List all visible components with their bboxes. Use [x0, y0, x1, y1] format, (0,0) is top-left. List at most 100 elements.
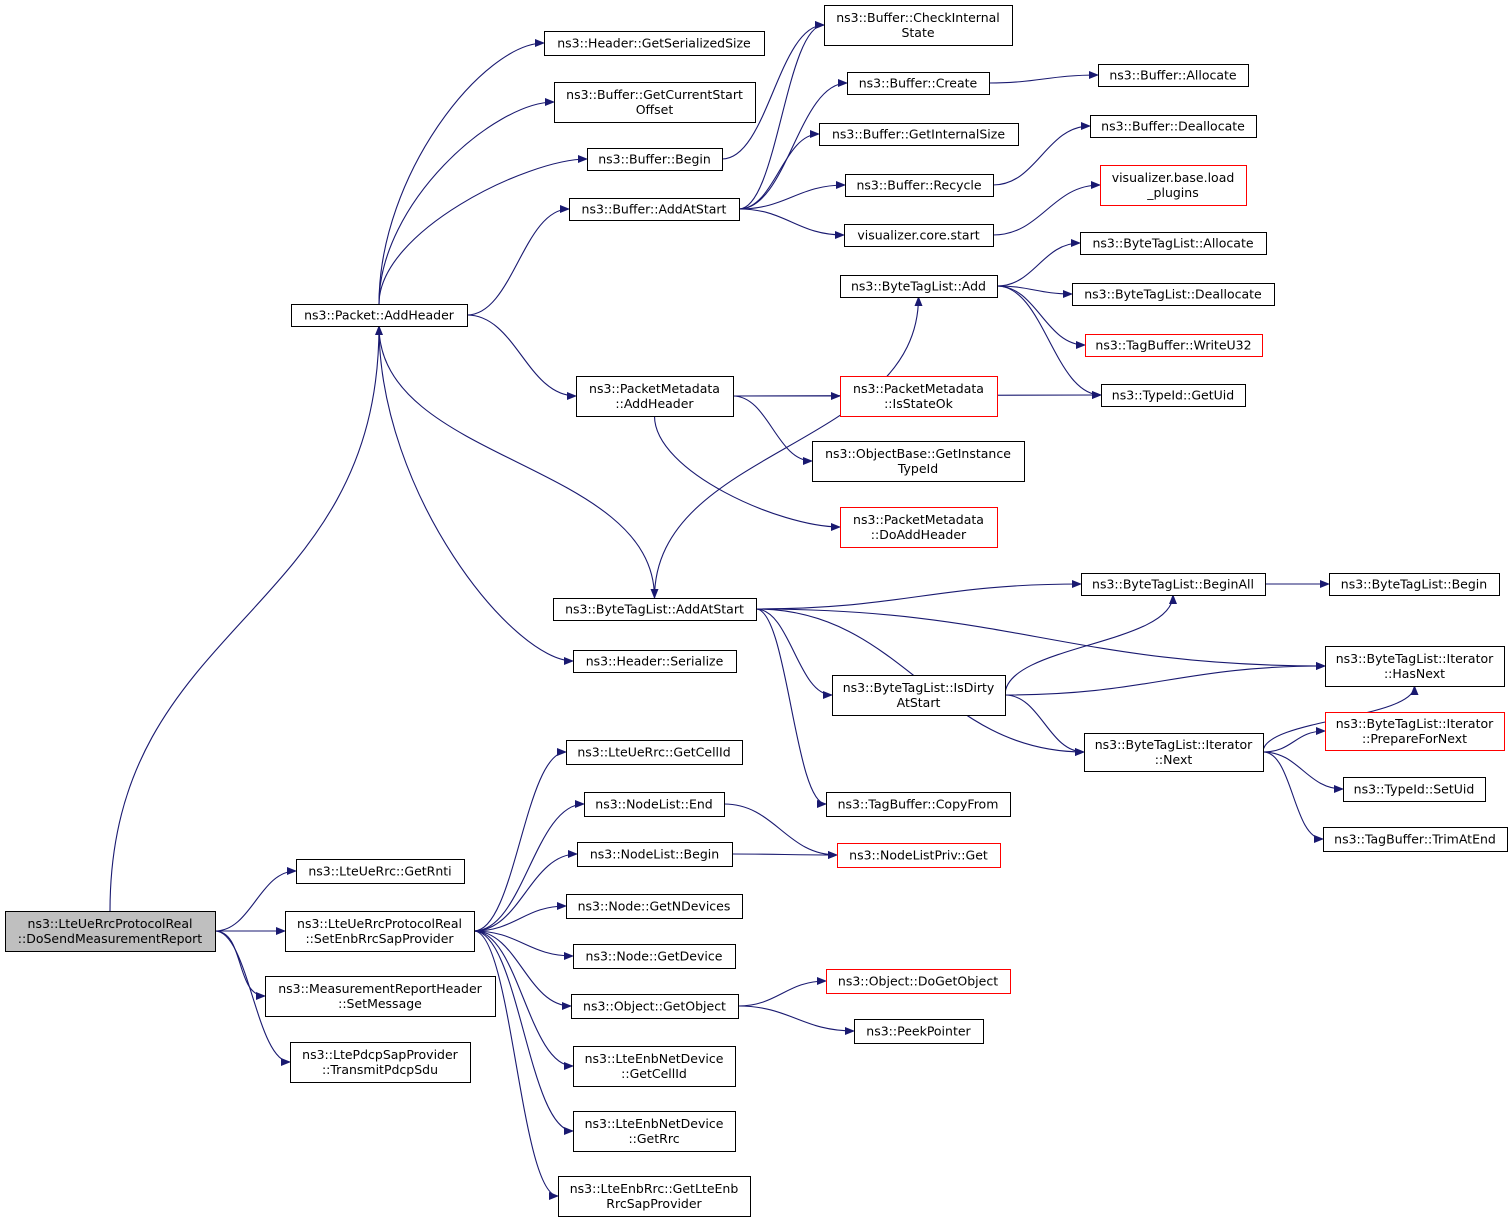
node-label: ns3::ByteTagList::Iterator [1095, 737, 1253, 752]
node-box [854, 1019, 984, 1044]
node-label: ::AddHeader [615, 396, 694, 411]
node-box [1085, 334, 1263, 357]
node-lteuerrc-getcellid[interactable]: ns3::LteUeRrc::GetCellId [566, 740, 743, 765]
node-buffer-begin[interactable]: ns3::Buffer::Begin [587, 148, 723, 171]
node-nodelist-begin[interactable]: ns3::NodeList::Begin [577, 842, 733, 867]
node-tagbuffer-copyfrom[interactable]: ns3::TagBuffer::CopyFrom [826, 792, 1011, 817]
node-label: ::HasNext [1384, 666, 1445, 681]
edge-bytetaglist_addatstart-to-bytetaglist_isdirtyatstart [755, 608, 833, 699]
node-box [584, 792, 725, 817]
node-nodelistpriv-get[interactable]: ns3::NodeListPriv::Get [837, 843, 1001, 868]
node-label: visualizer.core.start [857, 228, 979, 243]
node-bytetaglist-iterator-preparefornext[interactable]: ns3::ByteTagList::Iterator::PrepareForNe… [1325, 712, 1505, 751]
edge-bytetaglist_addatstart-to-bytetaglist_beginall [755, 580, 1082, 610]
node-box [1325, 712, 1505, 751]
nodes-layer: ns3::LteUeRrcProtocolReal::DoSendMeasure… [5, 5, 1508, 1217]
edge-buffer_create-to-buffer_allocate [988, 71, 1099, 84]
node-packetmetadata-isstateok[interactable]: ns3::PacketMetadata::IsStateOk [840, 376, 998, 417]
node-packet-addheader[interactable]: ns3::Packet::AddHeader [291, 304, 468, 327]
node-tagbuffer-trimatend[interactable]: ns3::TagBuffer::TrimAtEnd [1323, 827, 1508, 852]
node-label: ns3::PeekPointer [866, 1024, 971, 1039]
node-box [573, 1046, 736, 1087]
node-label: _plugins [1146, 185, 1198, 200]
node-lteuerrc-getrnti[interactable]: ns3::LteUeRrc::GetRnti [296, 859, 465, 884]
edge-packetmetadata_addheader-to-packetmetadata_doaddheader [653, 415, 841, 531]
edge-bytetaglist_isdirtyatstart-to-bytetaglist_beginall [1004, 594, 1177, 696]
node-buffer-addatstart[interactable]: ns3::Buffer::AddAtStart [569, 198, 740, 221]
node-label: ns3::ByteTagList::AddAtStart [565, 602, 744, 617]
node-measurementreportheader-setmessage[interactable]: ns3::MeasurementReportHeader::SetMessage [265, 976, 496, 1017]
node-label: State [901, 25, 934, 40]
node-setenbrrcsapprovider[interactable]: ns3::LteUeRrcProtocolReal::SetEnbRrcSapP… [285, 911, 475, 952]
node-buffer-allocate[interactable]: ns3::Buffer::Allocate [1098, 64, 1249, 87]
node-typeid-setuid[interactable]: ns3::TypeId::SetUid [1343, 777, 1486, 802]
node-bytetaglist-deallocate[interactable]: ns3::ByteTagList::Deallocate [1072, 283, 1275, 306]
node-label: ns3::ByteTagList::Iterator [1336, 651, 1494, 666]
node-label: ::Next [1155, 752, 1193, 767]
node-label: ::SetMessage [338, 996, 422, 1011]
node-bytetaglist-allocate[interactable]: ns3::ByteTagList::Allocate [1080, 232, 1267, 255]
node-ltepdcpsapprovider-transmitpdcpsdu[interactable]: ns3::LtePdcpSapProvider::TransmitPdcpSdu [290, 1042, 471, 1083]
edge-buffer_begin-to-buffer_checkinternalstate [721, 21, 825, 160]
node-bytetaglist-addatstart[interactable]: ns3::ByteTagList::AddAtStart [553, 598, 757, 621]
node-box [558, 1176, 751, 1217]
node-label: ns3::Node::GetDevice [586, 949, 723, 964]
node-typeid-getuid[interactable]: ns3::TypeId::GetUid [1101, 384, 1246, 407]
node-root[interactable]: ns3::LteUeRrcProtocolReal::DoSendMeasure… [5, 911, 216, 952]
node-label: ns3::TagBuffer::TrimAtEnd [1334, 832, 1496, 847]
node-bytetaglist-begin[interactable]: ns3::ByteTagList::Begin [1329, 573, 1500, 596]
node-buffer-create[interactable]: ns3::Buffer::Create [847, 72, 990, 95]
node-buffer-recycle[interactable]: ns3::Buffer::Recycle [845, 174, 994, 197]
node-visualizer-base-load-plugins[interactable]: visualizer.base.load_plugins [1100, 165, 1247, 206]
node-object-dogetobject[interactable]: ns3::Object::DoGetObject [826, 969, 1011, 994]
node-box [845, 174, 994, 197]
node-label: ns3::NodeList::End [595, 797, 712, 812]
node-buffer-getinternalsize[interactable]: ns3::Buffer::GetInternalSize [819, 123, 1019, 146]
node-visualizer-core-start[interactable]: visualizer.core.start [844, 224, 994, 247]
node-label: ns3::Node::GetNDevices [578, 899, 731, 914]
node-node-getndevices[interactable]: ns3::Node::GetNDevices [566, 894, 743, 919]
node-label: ::PrepareForNext [1362, 731, 1467, 746]
edge-visualizer_core_start-to-visualizer_base_load_plugins [992, 181, 1101, 236]
node-bytetaglist-iterator-next[interactable]: ns3::ByteTagList::Iterator::Next [1084, 733, 1264, 772]
edge-object_getobject-to-peekpointer [737, 1005, 855, 1035]
node-bytetaglist-add[interactable]: ns3::ByteTagList::Add [840, 275, 998, 298]
node-label: ns3::TypeId::GetUid [1112, 388, 1234, 403]
node-box [544, 31, 765, 56]
node-label: ns3::Header::GetSerializedSize [557, 36, 751, 51]
node-header-getserializedsize[interactable]: ns3::Header::GetSerializedSize [544, 31, 765, 56]
edge-nodelist_begin-to-nodelistpriv_get [731, 850, 838, 859]
node-nodelist-end[interactable]: ns3::NodeList::End [584, 792, 725, 817]
edge-bytetaglist_addatstart-to-bytetaglist_iterator_hasnext [755, 608, 1326, 670]
node-peekpointer[interactable]: ns3::PeekPointer [854, 1019, 984, 1044]
edge-bytetaglist_add-to-tagbuffer_writeu32 [996, 285, 1086, 349]
edge-root-to-packet_addheader [109, 325, 383, 912]
node-box [566, 894, 743, 919]
node-lteenbnetdevice-getcellid[interactable]: ns3::LteEnbNetDevice::GetCellId [573, 1046, 736, 1087]
node-packetmetadata-doaddheader[interactable]: ns3::PacketMetadata::DoAddHeader [840, 507, 998, 548]
node-object-getobject[interactable]: ns3::Object::GetObject [571, 994, 739, 1019]
node-lteenbnetdevice-getrrc[interactable]: ns3::LteEnbNetDevice::GetRrc [573, 1111, 736, 1152]
node-label: ns3::Buffer::CheckInternal [836, 10, 1000, 25]
node-label: ns3::Buffer::Allocate [1109, 68, 1237, 83]
node-box [577, 842, 733, 867]
node-label: RrcSapProvider [606, 1196, 702, 1211]
node-buffer-deallocate[interactable]: ns3::Buffer::Deallocate [1090, 115, 1257, 138]
node-box [837, 843, 1001, 868]
node-box [5, 911, 216, 952]
edge-packet_addheader-to-packetmetadata_addheader [466, 314, 577, 400]
node-label: Offset [636, 102, 674, 117]
node-header-serialize[interactable]: ns3::Header::Serialize [573, 650, 737, 673]
node-packetmetadata-addheader[interactable]: ns3::PacketMetadata::AddHeader [576, 376, 734, 417]
node-tagbuffer-writeu32[interactable]: ns3::TagBuffer::WriteU32 [1085, 334, 1263, 357]
node-bytetaglist-iterator-hasnext[interactable]: ns3::ByteTagList::Iterator::HasNext [1325, 646, 1505, 687]
node-label: ns3::NodeListPriv::Get [849, 848, 988, 863]
node-node-getdevice[interactable]: ns3::Node::GetDevice [573, 944, 736, 969]
node-bytetaglist-beginall[interactable]: ns3::ByteTagList::BeginAll [1081, 573, 1266, 596]
edge-packet_addheader-to-header_serialize [378, 325, 574, 665]
